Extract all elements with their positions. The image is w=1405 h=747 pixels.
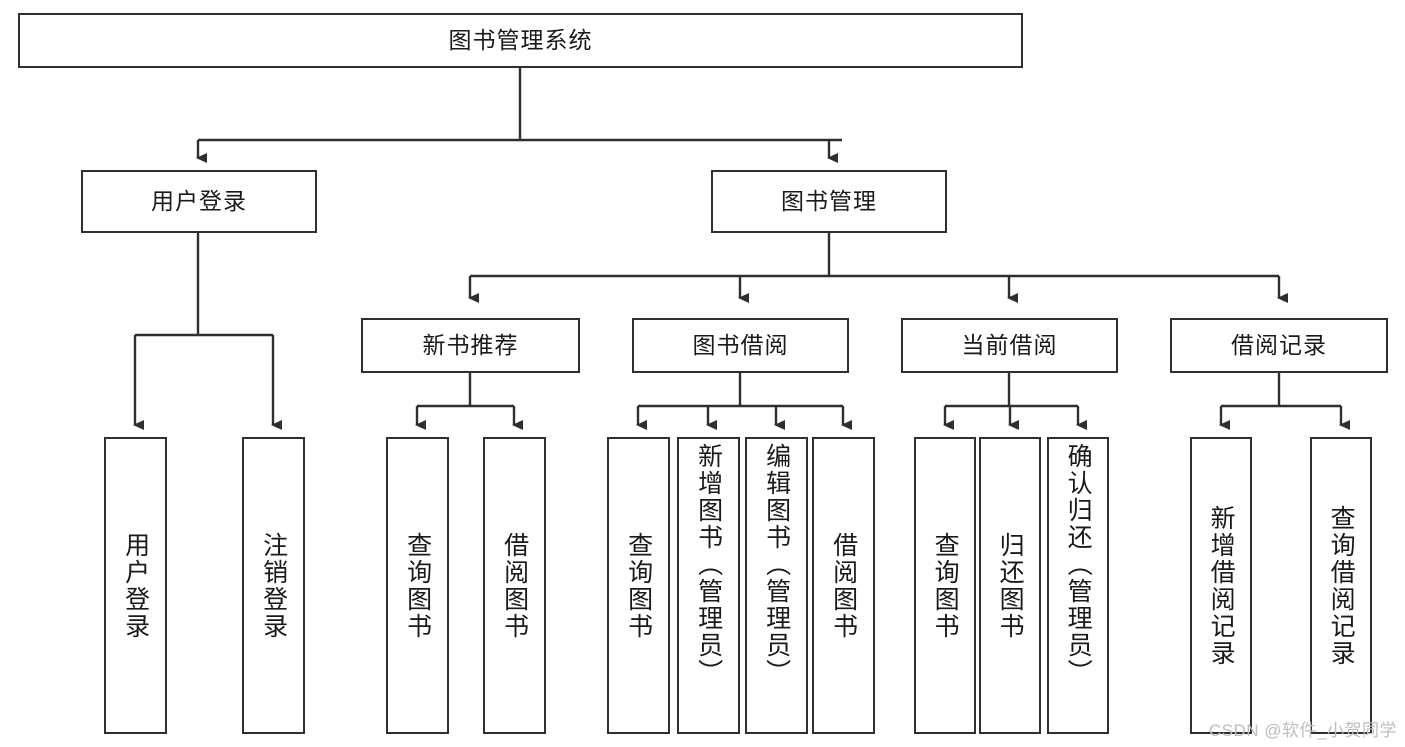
node-leaf-add-record[interactable]: 新增借阅记录 (1190, 437, 1252, 734)
node-new-book-recommend-label: 新书推荐 (422, 332, 519, 359)
node-root[interactable]: 图书管理系统 (18, 13, 1023, 68)
node-book-manage[interactable]: 图书管理 (711, 170, 947, 233)
node-leaf-borrow-book-2-label: 借阅图书 (829, 531, 858, 640)
node-leaf-edit-book-label: 编辑图书（管理员） (762, 443, 791, 686)
node-leaf-query-book-3[interactable]: 查询图书 (914, 437, 976, 734)
node-leaf-query-book-3-label: 查询图书 (931, 531, 960, 640)
node-leaf-confirm-return-label: 确认归还（管理员） (1064, 443, 1093, 686)
node-leaf-add-book-label: 新增图书（管理员） (694, 443, 723, 686)
node-leaf-user-login-label: 用户登录 (121, 531, 150, 640)
node-leaf-return-book-label: 归还图书 (996, 531, 1025, 640)
node-root-label: 图书管理系统 (448, 27, 593, 54)
node-leaf-return-book[interactable]: 归还图书 (979, 437, 1041, 734)
node-current-borrow-label: 当前借阅 (961, 332, 1058, 359)
node-leaf-add-record-label: 新增借阅记录 (1207, 504, 1236, 667)
watermark-text: CSDN @软件_小贺同学 (1208, 721, 1397, 740)
node-leaf-borrow-book-1[interactable]: 借阅图书 (483, 437, 546, 734)
node-borrow-record-label: 借阅记录 (1231, 332, 1327, 359)
node-leaf-query-book-2-label: 查询图书 (624, 531, 653, 640)
node-leaf-borrow-book-2[interactable]: 借阅图书 (812, 437, 875, 734)
node-current-borrow[interactable]: 当前借阅 (901, 318, 1118, 373)
node-user-login-label: 用户登录 (151, 188, 247, 215)
node-new-book-recommend[interactable]: 新书推荐 (361, 318, 580, 373)
node-leaf-query-record-label: 查询借阅记录 (1327, 504, 1356, 667)
node-leaf-user-login[interactable]: 用户登录 (104, 437, 167, 734)
node-leaf-query-book-2[interactable]: 查询图书 (607, 437, 670, 734)
node-leaf-user-logout[interactable]: 注销登录 (242, 437, 305, 734)
node-leaf-confirm-return[interactable]: 确认归还（管理员） (1047, 437, 1109, 734)
node-leaf-add-book[interactable]: 新增图书（管理员） (677, 437, 740, 734)
node-leaf-user-logout-label: 注销登录 (259, 531, 288, 640)
node-leaf-edit-book[interactable]: 编辑图书（管理员） (745, 437, 808, 734)
node-book-manage-label: 图书管理 (781, 188, 877, 215)
node-leaf-query-book-1-label: 查询图书 (403, 531, 432, 640)
node-borrow-record[interactable]: 借阅记录 (1170, 318, 1388, 373)
node-leaf-query-record[interactable]: 查询借阅记录 (1310, 437, 1372, 734)
node-leaf-borrow-book-1-label: 借阅图书 (500, 531, 529, 640)
node-book-borrow[interactable]: 图书借阅 (632, 318, 849, 373)
node-user-login[interactable]: 用户登录 (81, 170, 317, 233)
node-leaf-query-book-1[interactable]: 查询图书 (386, 437, 449, 734)
node-book-borrow-label: 图书借阅 (692, 332, 789, 359)
